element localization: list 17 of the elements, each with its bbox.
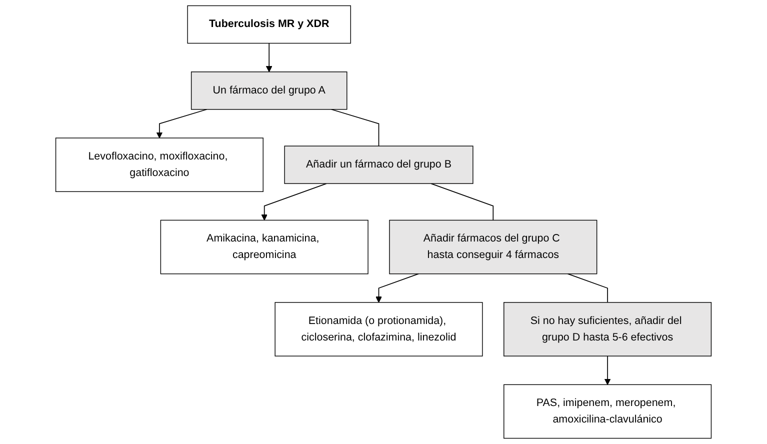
node-box: Etionamida (o protionamida), cicloserina, clofazimina, linezolid xyxy=(274,302,483,356)
node-box: Amikacina, kanamicina, capreomicina xyxy=(160,220,368,274)
node-box: Añadir fármacos del grupo C hasta conseguir 4 fármacos xyxy=(389,220,598,274)
node-box: Un fármaco del grupo A xyxy=(190,72,348,110)
connector xyxy=(330,108,380,146)
node-box: Levofloxacino, moxifloxacino, gatifloxacino xyxy=(55,138,264,192)
connector xyxy=(567,273,608,303)
arrow xyxy=(604,356,611,385)
node-box: Tuberculosis MR y XDR xyxy=(187,5,351,44)
node-box: Si no hay suficientes, añadir del grupo D hasta 5-6 efectivos xyxy=(504,302,712,356)
node-box: Añadir un fármaco del grupo B xyxy=(284,146,474,184)
arrow xyxy=(376,273,419,303)
arrow xyxy=(261,183,327,220)
node-box: PAS, imipenem, meropenem, amoxicilina-clavulánico xyxy=(504,384,712,439)
connector xyxy=(430,183,494,221)
arrow xyxy=(156,108,208,138)
arrow xyxy=(266,42,272,72)
